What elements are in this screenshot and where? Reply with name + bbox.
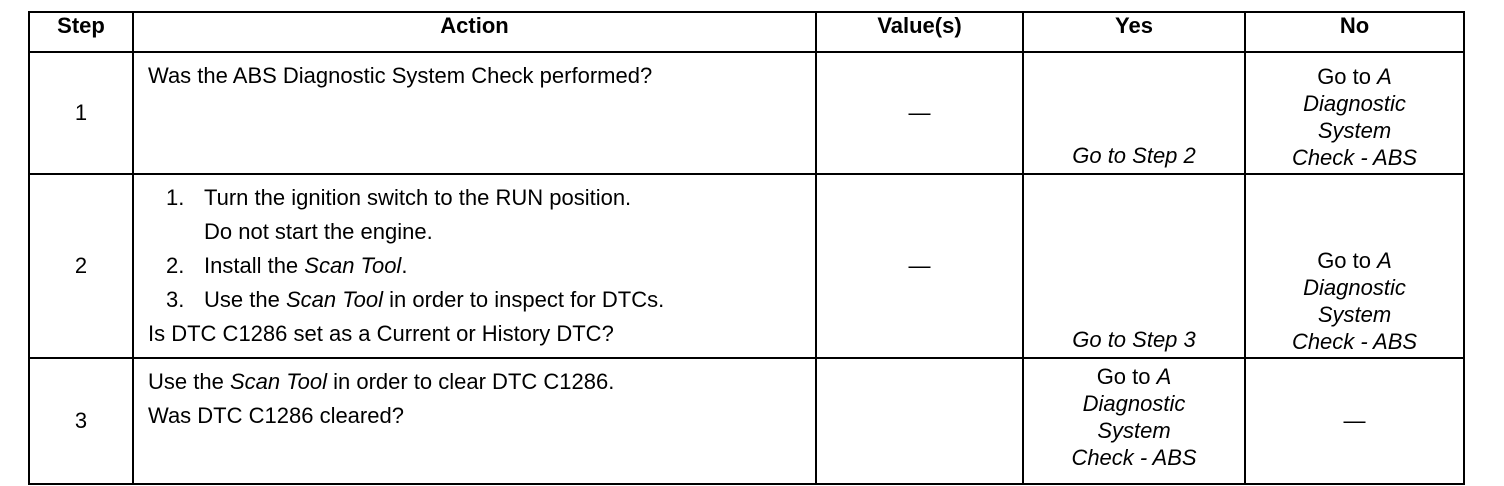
table-row: 2 1.Turn the ignition switch to the RUN … [28,173,1465,359]
table-row: 3 Use the Scan Tool in order to clear DT… [28,357,1465,485]
value-cell: — [815,51,1024,175]
action-text: Use the Scan Tool in order to clear DTC … [148,369,615,394]
scan-tool-term: Scan Tool [285,287,383,312]
header-values: Value(s) [815,11,1024,53]
header-no: No [1244,11,1465,53]
goto-link-system[interactable]: System [1317,302,1392,327]
action-item-1: 1.Turn the ignition switch to the RUN po… [166,185,632,210]
action-cell: 1.Turn the ignition switch to the RUN po… [132,173,817,359]
goto-link-a[interactable]: A [1377,64,1392,89]
no-goto-cell[interactable]: Go to A Diagnostic System Check - ABS [1244,51,1465,175]
goto-link-diagnostic[interactable]: Diagnostic [1303,275,1406,300]
diagnostic-table: Step Action Value(s) Yes No 1 Was the AB… [28,11,1465,485]
action-text: Was the ABS Diagnostic System Check perf… [148,63,653,88]
goto-prefix: Go to [1317,64,1371,89]
step-number: 3 [28,357,134,485]
action-cell: Was the ABS Diagnostic System Check perf… [132,51,817,175]
step-number: 2 [28,173,134,359]
value-cell: — [815,173,1024,359]
action-item-2: 2.Install the Scan Tool. [166,253,408,278]
action-item-1-continued: Do not start the engine. [204,219,433,244]
goto-link-check-abs[interactable]: Check - ABS [1071,445,1197,470]
goto-link-diagnostic[interactable]: Diagnostic [1082,391,1186,416]
no-cell: — [1244,357,1465,485]
goto-link-a[interactable]: A [1377,248,1392,273]
goto-link-check-abs[interactable]: Check - ABS [1291,329,1418,354]
header-yes: Yes [1022,11,1246,53]
yes-goto-link[interactable]: Go to Step 2 [1022,51,1246,175]
value-cell [815,357,1024,485]
goto-prefix: Go to [1096,364,1151,389]
goto-link-check-abs[interactable]: Check - ABS [1291,145,1418,170]
goto-link-diagnostic[interactable]: Diagnostic [1303,91,1406,116]
header-action: Action [132,11,817,53]
goto-link-system[interactable]: System [1317,118,1392,143]
table-header-row: Step Action Value(s) Yes No [28,11,1465,53]
table-row: 1 Was the ABS Diagnostic System Check pe… [28,51,1465,175]
step-number: 1 [28,51,134,175]
yes-goto-link[interactable]: Go to Step 3 [1022,173,1246,359]
goto-link-a[interactable]: A [1156,364,1172,389]
no-goto-cell[interactable]: Go to A Diagnostic System Check - ABS [1244,173,1465,359]
action-item-3: 3.Use the Scan Tool in order to inspect … [166,287,665,312]
action-question: Is DTC C1286 set as a Current or History… [148,321,614,346]
action-cell: Use the Scan Tool in order to clear DTC … [132,357,817,485]
action-question: Was DTC C1286 cleared? [148,403,404,428]
goto-link-system[interactable]: System [1097,418,1171,443]
goto-prefix: Go to [1317,248,1371,273]
scan-tool-term: Scan Tool [304,253,402,278]
header-step: Step [28,11,134,53]
scan-tool-term: Scan Tool [229,369,327,394]
yes-goto-cell[interactable]: Go to A Diagnostic System Check - ABS [1022,357,1246,485]
